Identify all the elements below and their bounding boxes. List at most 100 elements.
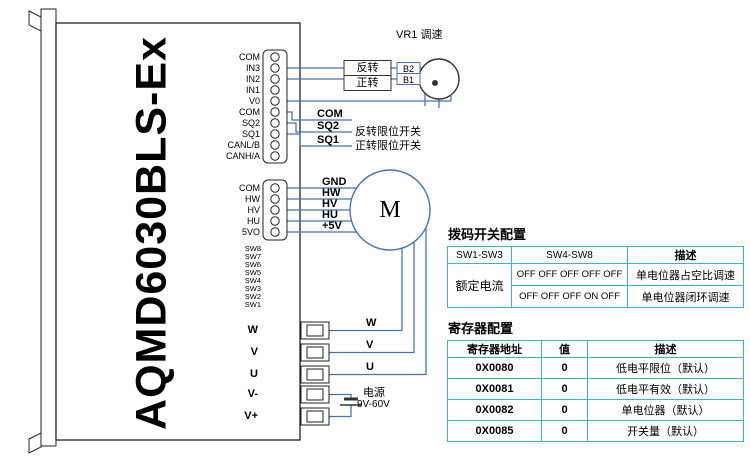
plus5v-wire-label: +5V — [322, 220, 342, 232]
u-wire-label: U — [366, 361, 374, 373]
potentiometer-body — [418, 58, 460, 100]
io-terminal-label: SQ2 — [241, 118, 260, 128]
potentiometer-shaft-dot — [432, 80, 438, 86]
vr1-label: VR1 调速 — [396, 29, 443, 41]
register-desc: 单电位器（默认） — [587, 399, 744, 421]
v-wire-label: V — [366, 339, 374, 351]
wire-v-phase — [329, 242, 415, 354]
dip-switch-label: SW5 — [244, 268, 261, 277]
sq2-wire-label: SQ2 — [317, 120, 340, 132]
hall-terminal-label: HV — [247, 205, 260, 215]
register-address: 0X0080 — [447, 357, 542, 379]
register-table-title: 寄存器配置 — [448, 321, 514, 336]
power-terminal-blocks — [300, 321, 330, 426]
forward-label: 正转 — [356, 77, 379, 89]
register-value: 0 — [541, 420, 588, 442]
dip-switch-setting: OFF OFF OFF OFF OFF — [511, 263, 628, 286]
b1-box — [396, 73, 421, 85]
dip-switch-label: SW7 — [244, 252, 261, 261]
register-value: 0 — [541, 378, 588, 400]
motor-letter: M — [379, 197, 401, 223]
register-address: 0X0081 — [447, 378, 542, 400]
heatsink-plate — [40, 8, 57, 447]
wire-u-phase — [329, 228, 427, 376]
register-desc: 开关量（默认） — [587, 420, 744, 442]
wire-vminus — [329, 393, 352, 398]
gnd-wire-label: GND — [322, 176, 347, 188]
io-terminal-label: IN1 — [245, 85, 260, 95]
device-model: AQMD6030BLS-Ex — [127, 36, 176, 430]
io-terminal-label: COM — [239, 52, 260, 62]
hall-terminal-strip — [262, 179, 288, 241]
io-terminal-label: CANL/B — [227, 140, 260, 150]
dip-col-header: SW1-SW3 — [447, 246, 512, 264]
dip-switch-label: SW1 — [244, 300, 261, 309]
power-terminal-label: V — [250, 346, 258, 358]
dip-col-header: SW4-SW8 — [511, 246, 628, 264]
power-range-label: 9V-60V — [357, 399, 390, 410]
register-desc: 低电平限位（默认） — [587, 357, 744, 379]
table-row: 额定电流 OFF OFF OFF OFF OFF 单电位器占空比调速 — [447, 263, 744, 308]
wire-w-phase — [329, 248, 403, 332]
driver-body-outline — [55, 22, 301, 441]
io-terminal-label: IN2 — [245, 74, 260, 84]
io-terminal-strip — [262, 49, 288, 164]
sq1-wire-label: SQ1 — [317, 134, 340, 146]
hall-terminal-label: HU — [247, 216, 260, 226]
register-address: 0X0085 — [447, 420, 542, 442]
power-terminal-label: U — [250, 368, 258, 380]
forward-limit-label: 正转限位开关 — [355, 140, 421, 152]
table-row: 0X0080 0 低电平限位（默认） — [447, 357, 744, 379]
reverse-limit-label: 反转限位开关 — [355, 126, 421, 138]
forward-switch-box — [343, 75, 392, 91]
reverse-label: 反转 — [356, 62, 379, 74]
power-terminal-label: V+ — [244, 410, 258, 422]
wire-sq1 — [277, 133, 352, 147]
dip-setting-desc: 单电位器占空比调速 — [627, 263, 744, 286]
register-address: 0X0082 — [447, 399, 542, 421]
w-wire-label: W — [366, 317, 377, 329]
wire-vplus — [329, 405, 352, 418]
power-supply-label: 电源 — [363, 387, 385, 399]
table-row: 0X0081 0 低电平有效（默认） — [447, 378, 744, 400]
hw-wire-label: HW — [322, 187, 341, 199]
register-col-header: 寄存器地址 — [447, 340, 542, 358]
register-table: 寄存器地址 值 描述 0X0080 0 低电平限位（默认） 0X0081 0 低… — [447, 340, 744, 442]
io-terminal-label: CANH/A — [225, 151, 260, 161]
power-terminal-label: W — [247, 324, 258, 336]
register-value: 0 — [541, 357, 588, 379]
io-terminal-label: COM — [239, 107, 260, 117]
power-terminal-label: V- — [247, 388, 258, 400]
io-terminal-label: V0 — [248, 96, 260, 106]
dip-switch-label: SW2 — [244, 292, 261, 301]
register-col-header: 值 — [541, 340, 588, 358]
mounting-flange-bottom — [28, 432, 42, 454]
io-terminal-label: SQ1 — [241, 129, 260, 139]
hall-terminal-label: HW — [245, 194, 260, 204]
table-row: OFF OFF OFF ON OFF 单电位器闭环调速 — [448, 285, 744, 308]
dip-switch-label: SW3 — [244, 284, 261, 293]
com-wire-label: COM — [317, 108, 343, 120]
wires — [277, 67, 451, 418]
table-row: 0X0082 0 单电位器（默认） — [447, 399, 744, 421]
b1-label: B1 — [402, 74, 414, 85]
b2-label: B2 — [402, 63, 414, 74]
hall-terminal-label: 5VO — [241, 227, 260, 237]
dip-switch-label: SW4 — [244, 276, 261, 285]
hall-terminal-label: COM — [239, 183, 260, 193]
io-terminal-label: IN3 — [245, 63, 260, 73]
register-value: 0 — [541, 399, 588, 421]
register-col-header: 描述 — [587, 340, 744, 358]
register-desc: 低电平有效（默认） — [587, 378, 744, 400]
table-row: 0X0085 0 开关量（默认） — [447, 420, 744, 442]
dip-row-group: 额定电流 — [447, 263, 512, 308]
dip-switch-table: SW1-SW3 SW4-SW8 描述 额定电流 OFF OFF OFF OFF … — [447, 246, 744, 308]
dip-switch-label: SW8 — [244, 244, 261, 253]
dip-switch-label: SW6 — [244, 260, 261, 269]
dip-col-header: 描述 — [627, 246, 744, 264]
dip-setting-desc: 单电位器闭环调速 — [627, 285, 744, 308]
hv-wire-label: HV — [322, 198, 338, 210]
dip-switch-setting: OFF OFF OFF ON OFF — [511, 285, 628, 308]
